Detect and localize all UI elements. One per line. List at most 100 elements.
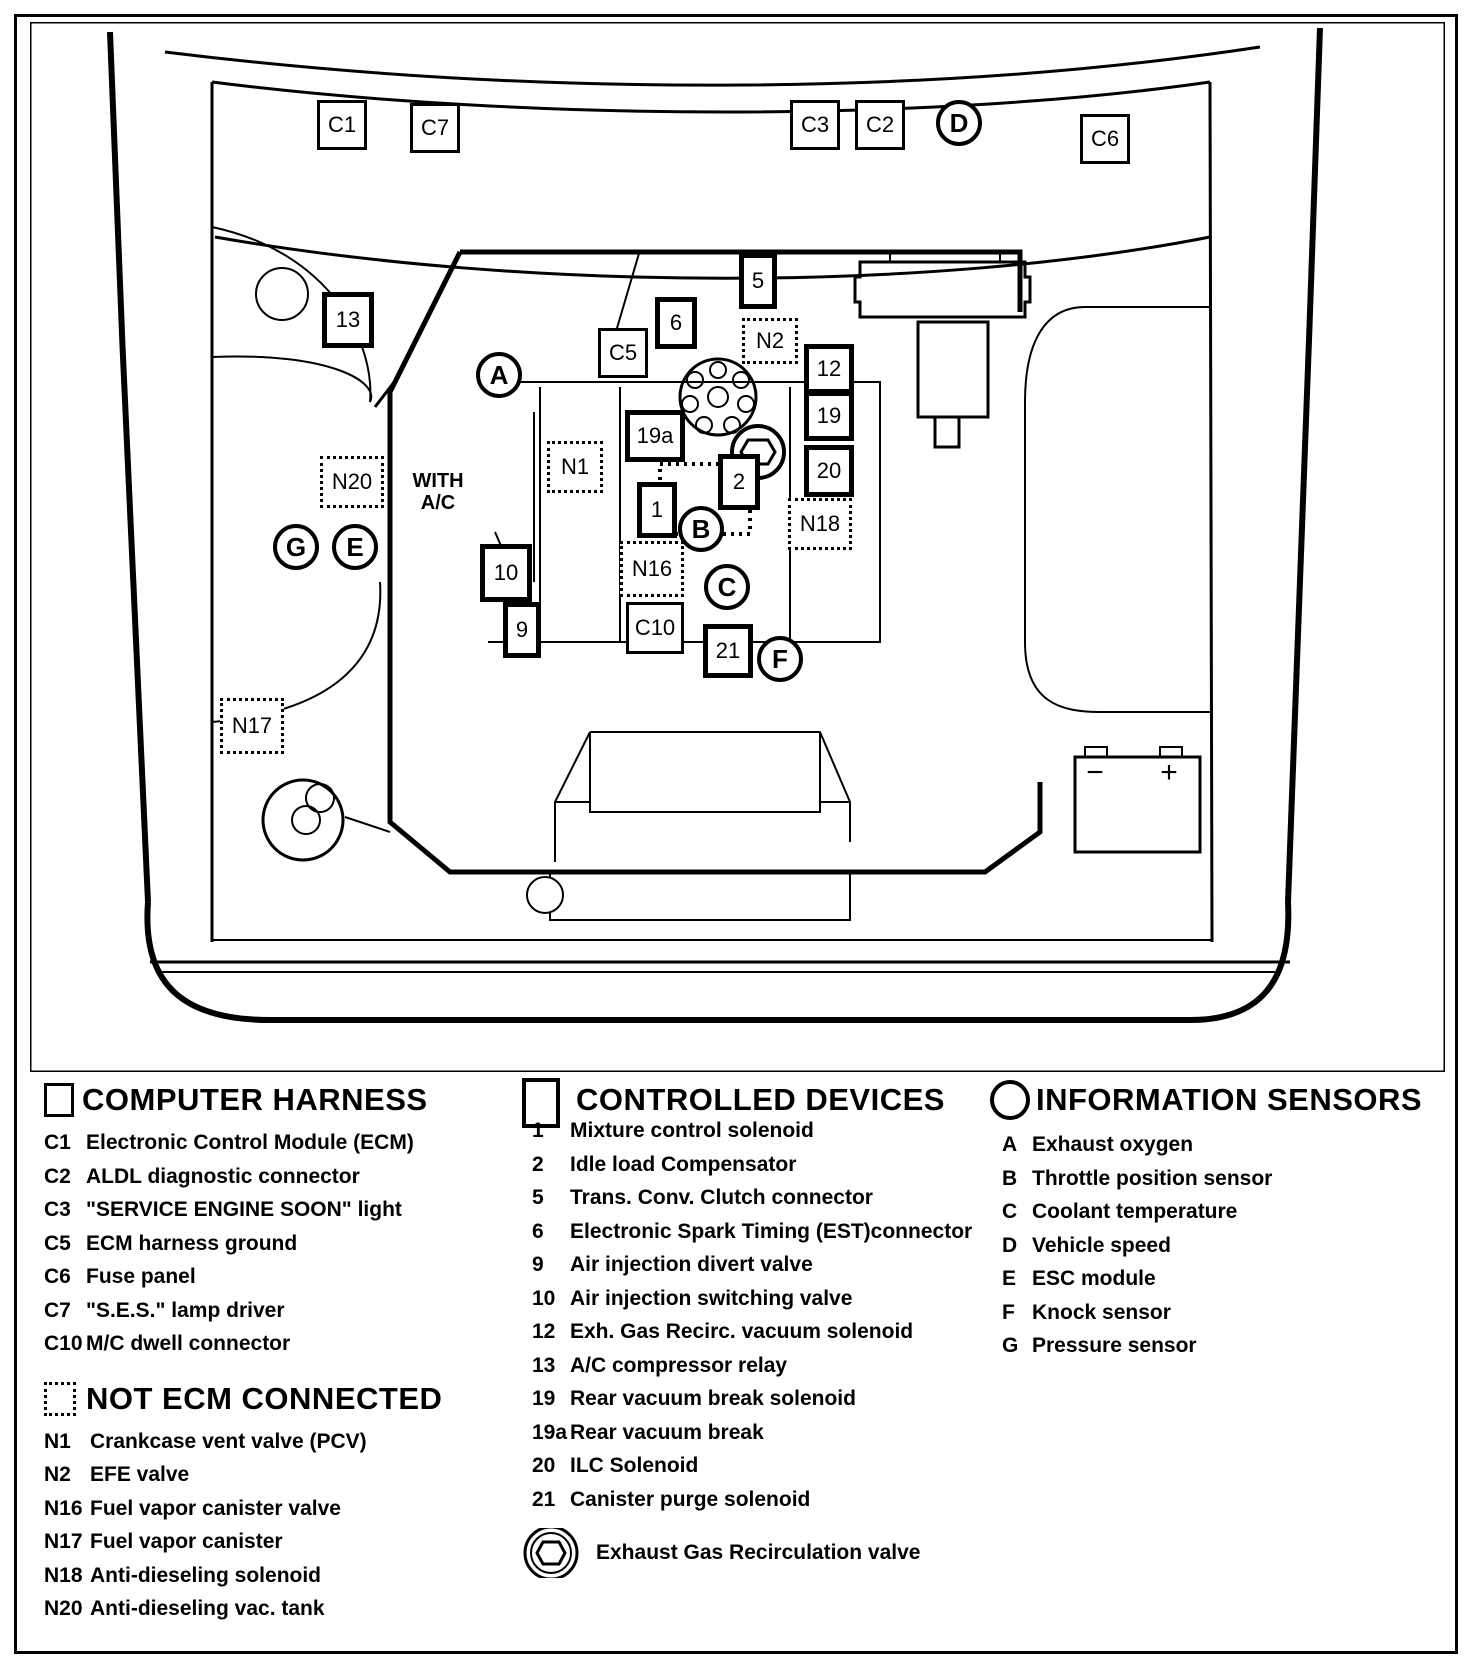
not-ecm-box-n17: N17: [220, 698, 284, 754]
legend-item-code: 1: [532, 1119, 544, 1142]
device-box-12: 12: [804, 344, 854, 394]
legend-item-text: Exhaust oxygen: [1032, 1133, 1194, 1156]
legend-item-code: 2: [532, 1152, 544, 1176]
sensor-circle-d: D: [936, 100, 982, 146]
legend-item-code: N2: [44, 1463, 71, 1486]
sensor-circle-e: E: [332, 524, 378, 570]
legend-item-code: N20: [44, 1597, 83, 1620]
legend-title: COMPUTER HARNESS: [82, 1082, 428, 1117]
legend-item-text: Throttle position sensor: [1032, 1166, 1273, 1190]
egr-legend-row: Exhaust Gas Recirculation valve: [522, 1525, 972, 1581]
legend-item-code: 20: [532, 1454, 556, 1477]
legend-heading-computer-harness: COMPUTER HARNESS: [44, 1082, 442, 1118]
legend-item: 6 Electronic Spark Timing (EST)connector: [532, 1215, 972, 1249]
legend-item: 2 Idle load Compensator: [532, 1148, 972, 1182]
device-box-20: 20: [804, 445, 854, 497]
device-box-21: 21: [703, 624, 753, 678]
legend-computer-harness: COMPUTER HARNESS C1 Electronic Control Mo…: [44, 1082, 442, 1626]
not-ecm-box-n20: N20: [320, 456, 384, 508]
harness-box-c2: C2: [855, 100, 905, 150]
harness-box-c7: C7: [410, 103, 460, 153]
legend-item-text: Electronic Control Module (ECM): [86, 1131, 414, 1154]
legend-item-code: C1: [44, 1131, 71, 1154]
legend-item-text: Fuel vapor canister valve: [90, 1496, 341, 1520]
legend-item-text: A/C compressor relay: [570, 1353, 788, 1377]
legend-item-text: Knock sensor: [1032, 1300, 1171, 1324]
legend-item-text: Fuse panel: [86, 1265, 196, 1288]
legend-item-text: Rear vacuum break: [570, 1420, 764, 1444]
square-symbol-icon: [44, 1083, 74, 1117]
legend-item-text: ALDL diagnostic connector: [86, 1164, 360, 1188]
legend-item-text: Mixture control solenoid: [570, 1119, 814, 1142]
legend-item-code: D: [1002, 1233, 1018, 1257]
legend-item-code: 12: [532, 1320, 556, 1343]
with-ac-label: WITH A/C: [412, 470, 464, 514]
battery-plus-sign: +: [1160, 756, 1178, 789]
sensor-circle-b: B: [678, 506, 724, 552]
legend-item-text: ESC module: [1032, 1267, 1156, 1290]
legend-item-code: 6: [532, 1219, 544, 1243]
legend-item: C1 Electronic Control Module (ECM): [44, 1126, 442, 1160]
egr-legend-label: Exhaust Gas Recirculation valve: [596, 1541, 921, 1564]
legend-item-text: "SERVICE ENGINE SOON" light: [86, 1198, 402, 1221]
harness-box-c5: C5: [598, 328, 648, 378]
legend-item-code: G: [1002, 1334, 1019, 1357]
legend-item: E ESC module: [1002, 1262, 1422, 1296]
legend-item-code: C: [1002, 1200, 1018, 1223]
legend-item-code: E: [1002, 1267, 1017, 1290]
legend-item-code: F: [1002, 1300, 1015, 1324]
legend-item-code: N18: [44, 1563, 83, 1587]
legend-item: 1 Mixture control solenoid: [532, 1114, 972, 1148]
not-ecm-box-n2: N2: [742, 318, 798, 364]
legend-item: C6 Fuse panel: [44, 1260, 442, 1294]
harness-box-c3: C3: [790, 100, 840, 150]
sensor-circle-g: G: [273, 524, 319, 570]
legend-item-code: C3: [44, 1198, 71, 1221]
device-box-1: 1: [637, 482, 677, 538]
legend-item-code: C6: [44, 1265, 71, 1288]
legend-item-text: Fuel vapor canister: [90, 1530, 283, 1553]
device-box-19: 19: [804, 391, 854, 441]
legend-item-text: M/C dwell connector: [86, 1332, 291, 1355]
sensor-circle-c: C: [704, 564, 750, 610]
legend-title: INFORMATION SENSORS: [1036, 1082, 1423, 1117]
harness-box-c1: C1: [317, 100, 367, 150]
legend-item-text: Idle load Compensator: [570, 1152, 797, 1176]
engine-compartment-diagram: C1 C7 C3 C2 C6 C5 C10 5 6 12 19 20 19a 2…: [30, 22, 1445, 1072]
legend-item: N2 EFE valve: [44, 1458, 442, 1492]
device-box-2: 2: [718, 454, 760, 510]
legend-item-text: Electronic Spark Timing (EST)connector: [570, 1219, 973, 1243]
legend-item-code: 21: [532, 1487, 556, 1511]
not-ecm-box-n1: N1: [547, 441, 603, 493]
legend-item-code: 19a: [532, 1420, 568, 1444]
legend-item-code: C5: [44, 1231, 71, 1255]
dotted-square-symbol-icon: [44, 1381, 76, 1416]
device-box-19a: 19a: [625, 410, 685, 462]
legend-item-text: EFE valve: [90, 1463, 190, 1486]
legend-title: CONTROLLED DEVICES: [576, 1082, 945, 1117]
legend-item-code: N16: [44, 1496, 83, 1520]
device-box-5: 5: [739, 253, 777, 309]
legend-item-code: B: [1002, 1166, 1018, 1190]
sensor-circle-a: A: [476, 352, 522, 398]
legend-item-text: Canister purge solenoid: [570, 1487, 811, 1511]
legend-item-code: 19: [532, 1387, 556, 1410]
